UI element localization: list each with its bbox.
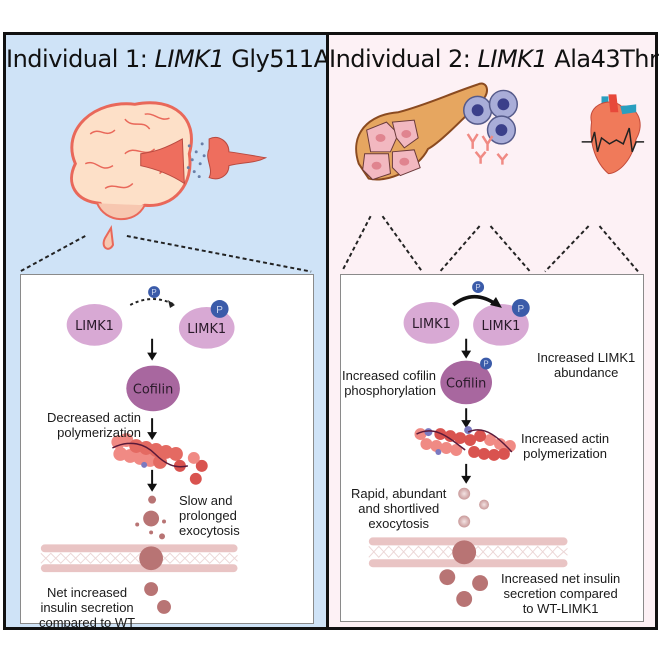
cofilin-annotation: Increased cofilin phosphorylation xyxy=(342,368,436,398)
tissue-illustration xyxy=(19,101,312,273)
zoom-line xyxy=(489,225,531,273)
panel-individual-1: Individual 1: LIMK1 Gly511Ala xyxy=(6,35,350,630)
mechanism-box: LIMK1 LIMK1 P P Cofilin xyxy=(20,274,314,630)
cofilin-label: Cofilin xyxy=(446,376,486,391)
zoom-line xyxy=(598,225,639,273)
zoom-line xyxy=(439,225,481,273)
title-prefix: Individual 2: xyxy=(329,45,478,73)
brain-icon xyxy=(70,101,193,250)
cell-membrane xyxy=(40,544,238,573)
immune-cells-icon xyxy=(463,89,519,165)
gene-name: LIMK1 xyxy=(154,45,225,73)
phosphorylation-arrow xyxy=(129,298,176,306)
actin-annotation: Increased actin polymerization xyxy=(521,431,610,461)
secretion-annotation: Net increased insulin secretion compared… xyxy=(39,585,136,630)
actin-filament-icon xyxy=(111,433,208,485)
svg-text:P: P xyxy=(475,283,480,292)
vesicles xyxy=(135,495,167,540)
zoom-line xyxy=(544,225,590,273)
variant-name: Ala43Thr xyxy=(547,45,659,73)
mechanism-box: LIMK1 LIMK1 P P Cofilin P xyxy=(340,274,644,622)
limk1-phospho-label: LIMK1 xyxy=(187,322,226,337)
heart-icon xyxy=(581,94,645,175)
exocytosis-annotation: Rapid, abundant and shortlived exocytosi… xyxy=(351,486,447,531)
phosphorylation-arrow xyxy=(452,295,498,307)
limk1-label: LIMK1 xyxy=(412,317,451,332)
secreted-vesicle xyxy=(472,575,489,592)
arrow-down-icon xyxy=(461,350,472,359)
secreted-vesicle xyxy=(439,569,456,586)
phospho-icon xyxy=(480,357,492,370)
tissue-illustration xyxy=(341,82,645,273)
phospho-icon xyxy=(210,300,229,318)
zoom-line-right xyxy=(126,234,312,273)
cofilin-node xyxy=(440,360,492,405)
synapse-icon xyxy=(140,136,268,185)
fusing-vesicle xyxy=(139,546,164,571)
arrow-down-icon xyxy=(147,432,158,441)
limk1-phospho-label: LIMK1 xyxy=(482,319,521,334)
cofilin-node xyxy=(126,365,180,412)
secreted-vesicle xyxy=(144,582,159,596)
vesicle xyxy=(479,499,490,510)
svg-text:P: P xyxy=(151,288,156,297)
exocytosis-annotation: Slow and prolonged exocytosis xyxy=(179,493,240,538)
arrow-down-icon xyxy=(461,475,472,484)
panel-individual-2: Individual 2: LIMK1 Ala43Thr xyxy=(329,35,659,627)
title-prefix: Individual 1: xyxy=(6,45,155,73)
zoom-line-left xyxy=(19,235,86,273)
cell-membrane xyxy=(368,537,568,568)
limk1-node xyxy=(66,303,123,346)
secretion-annotation: Increased net insulin secretion compared… xyxy=(501,571,621,616)
panel-title: Individual 2: LIMK1 Ala43Thr xyxy=(329,45,659,73)
arrow-down-icon xyxy=(147,483,158,492)
zoom-line xyxy=(381,215,423,273)
vesicle xyxy=(458,487,471,500)
limk1-label: LIMK1 xyxy=(75,319,114,334)
pathway-diagram: LIMK1 LIMK1 P P Cofilin xyxy=(40,286,238,614)
arrow-down-icon xyxy=(461,420,472,429)
cofilin-label: Cofilin xyxy=(133,382,173,397)
svg-text:P: P xyxy=(517,304,524,315)
antibody-icon xyxy=(466,133,509,165)
phospho-icon xyxy=(148,286,161,299)
limk1-abundance-annotation: Increased LIMK1 abundance xyxy=(537,350,636,380)
actin-annotation: Decreased actin polymerization xyxy=(47,410,141,440)
gene-name: LIMK1 xyxy=(477,45,548,73)
zoom-line xyxy=(341,215,372,273)
secreted-vesicle xyxy=(157,599,171,614)
arrow-down-icon xyxy=(147,352,158,361)
phospho-label: P xyxy=(216,305,223,316)
pancreas-icon xyxy=(355,82,488,181)
limk1-node xyxy=(403,301,460,344)
actin-filament-icon xyxy=(414,426,516,461)
figure-frame: Individual 1: LIMK1 Gly511Ala xyxy=(3,32,659,630)
phospho-icon xyxy=(511,298,530,317)
svg-text:P: P xyxy=(483,360,488,369)
phospho-icon xyxy=(472,281,485,294)
fusing-vesicle xyxy=(452,540,477,565)
secreted-vesicle xyxy=(456,591,473,607)
vesicle xyxy=(458,515,471,528)
pathway-diagram: LIMK1 LIMK1 P P Cofilin P xyxy=(368,281,568,607)
